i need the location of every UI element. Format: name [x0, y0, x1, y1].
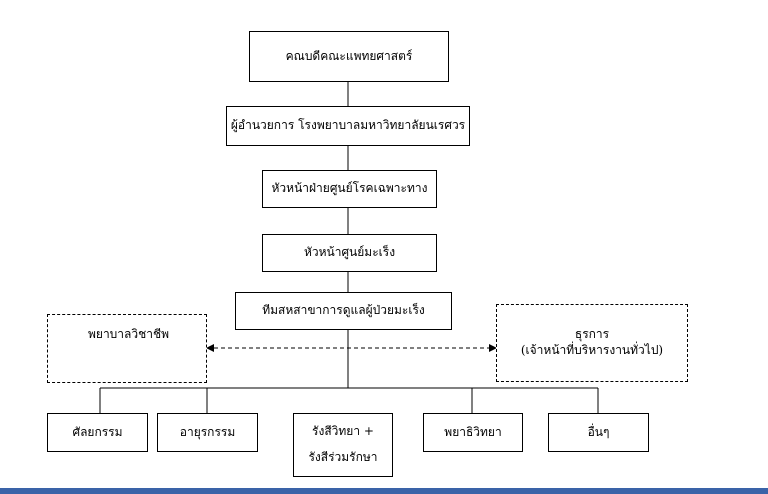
nursing-label: พยาบาลวิชาชีพ [88, 327, 170, 341]
dean-box: คณบดีคณะแพทยศาสตร์ [249, 31, 449, 82]
radiology-label-line1: รังสีวิทยา + [312, 424, 374, 439]
team-label: ทีมสหสาขาการดูแลผู้ป่วยมะเร็ง [262, 303, 425, 318]
surgery-box: ศัลยกรรม [47, 413, 148, 452]
dean-label: คณบดีคณะแพทยศาสตร์ [285, 48, 413, 63]
center-head-label: หัวหน้าศูนย์มะเร็ง [303, 245, 396, 260]
radiology-label-line2: รังสีร่วมรักษา [308, 450, 378, 464]
others-box: อื่นๆ [548, 413, 649, 452]
bottom-accent-bar [0, 488, 768, 494]
admin-label-line1: ธุรการ [574, 327, 610, 342]
pathology-box: พยาธิวิทยา [423, 413, 523, 452]
admin-label-line2: (เจ้าหน้าที่บริหารงานทั่วไป) [520, 343, 664, 357]
radiology-box: รังสีวิทยา + รังสีร่วมรักษา [293, 413, 393, 477]
admin-box: ธุรการ (เจ้าหน้าที่บริหารงานทั่วไป) [496, 304, 688, 382]
dept-head-label: หัวหน้าฝ่ายศูนย์โรคเฉพาะทาง [271, 181, 428, 196]
pathology-label: พยาธิวิทยา [444, 424, 502, 439]
surgery-label: ศัลยกรรม [72, 424, 123, 439]
team-box: ทีมสหสาขาการดูแลผู้ป่วยมะเร็ง [235, 292, 452, 330]
others-label: อื่นๆ [587, 424, 610, 439]
medicine-label: อายุรกรรม [179, 424, 236, 439]
nursing-box: พยาบาลวิชาชีพ [47, 314, 207, 383]
medicine-box: อายุรกรรม [157, 413, 258, 452]
hospital-director-box: ผู้อำนวยการ โรงพยาบาลมหาวิทยาลัยนเรศวร [226, 106, 470, 146]
center-head-box: หัวหน้าศูนย์มะเร็ง [262, 234, 437, 272]
dept-head-box: หัวหน้าฝ่ายศูนย์โรคเฉพาะทาง [262, 170, 437, 208]
hospital-director-label: ผู้อำนวยการ โรงพยาบาลมหาวิทยาลัยนเรศวร [230, 118, 466, 133]
